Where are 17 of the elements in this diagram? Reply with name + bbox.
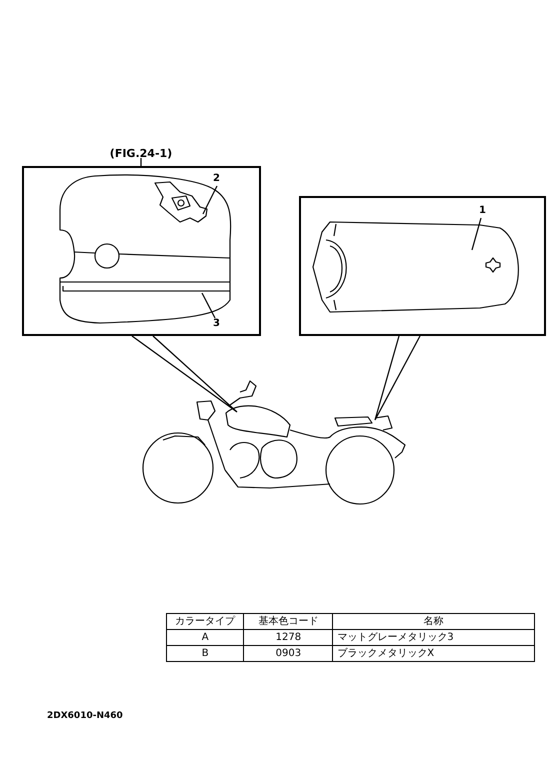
leader-line xyxy=(471,218,482,250)
header-cell: 基本色コード xyxy=(244,614,333,630)
table-cell: 0903 xyxy=(244,646,333,662)
leader-line xyxy=(201,292,216,318)
drawing-code: 2DX6010-N460 xyxy=(47,711,123,721)
table-cell: 1278 xyxy=(244,630,333,646)
table-cell: B xyxy=(166,646,244,662)
table-cell: A xyxy=(166,630,244,646)
header-cell: カラータイプ xyxy=(166,614,244,630)
figure-heading: (FIG.24-1) xyxy=(110,147,172,161)
callout-wedge xyxy=(374,336,421,421)
callout-number: 1 xyxy=(478,205,487,217)
header-cell: 名称 xyxy=(332,614,534,630)
table-cell: マットグレーメタリック3 xyxy=(332,630,534,646)
callout-number: 2 xyxy=(212,173,221,185)
table-cell: ブラックメタリックX xyxy=(332,646,534,662)
callout-number: 3 xyxy=(212,318,221,330)
